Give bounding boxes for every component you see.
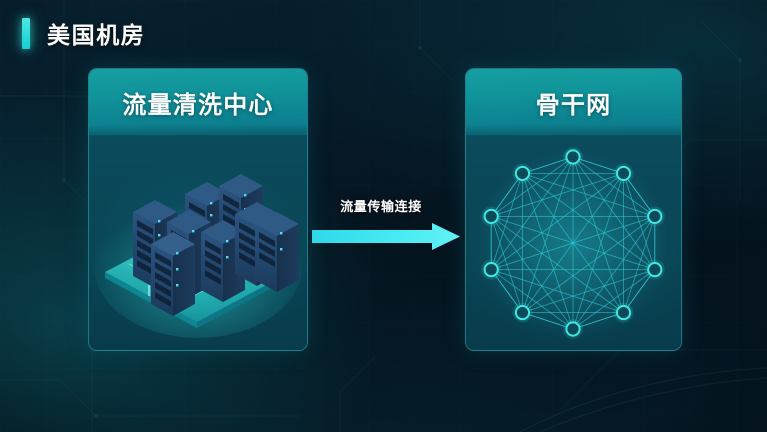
page-title: 美国机房 <box>22 16 145 50</box>
panel-header-left: 流量清洗中心 <box>89 69 307 136</box>
network-node <box>483 208 499 225</box>
network-node <box>615 165 632 182</box>
network-edge <box>490 216 574 330</box>
network-edge <box>491 172 624 217</box>
panel-body-left <box>89 136 307 350</box>
network-edge <box>522 173 624 313</box>
network-edge <box>572 312 624 330</box>
network-node <box>565 321 581 337</box>
network-edge <box>490 216 624 313</box>
arrow-shape <box>312 223 460 250</box>
network-edge <box>522 173 574 330</box>
network-node <box>514 165 531 182</box>
page-title-text: 美国机房 <box>47 22 146 48</box>
mesh-network-illustration <box>478 147 668 339</box>
network-node <box>483 261 499 278</box>
network-edge <box>623 269 656 313</box>
network-edge <box>491 269 624 314</box>
network-edge <box>522 269 655 314</box>
panel-body-right <box>466 136 681 350</box>
network-edge <box>522 312 574 330</box>
network-edge <box>623 173 656 217</box>
network-edge <box>572 156 656 270</box>
network-node <box>565 149 581 165</box>
connector-arrow: 流量传输连接 <box>310 196 462 262</box>
network-edge <box>490 173 523 217</box>
network-node <box>647 261 663 278</box>
panel-traffic-cleaning-center[interactable]: 流量清洗中心 <box>88 68 308 351</box>
network-node <box>514 304 531 321</box>
network-edge <box>490 269 523 313</box>
title-accent-bar <box>22 17 30 49</box>
server-racks-illustration <box>94 174 302 338</box>
network-edge <box>522 173 656 270</box>
network-edge <box>490 173 523 270</box>
connector-label: 流量传输连接 <box>340 199 422 214</box>
panel-title-right: 骨干网 <box>535 92 612 119</box>
network-edge <box>490 269 574 330</box>
network-edge <box>572 216 656 330</box>
network-edge <box>572 156 624 174</box>
network-edge <box>522 172 655 217</box>
panel-backbone-network[interactable]: 骨干网 <box>465 68 682 351</box>
panel-header-right: 骨干网 <box>466 69 681 136</box>
network-edge <box>522 156 574 174</box>
network-edge <box>490 216 523 313</box>
panel-title-left: 流量清洗中心 <box>122 92 274 119</box>
network-node <box>615 304 632 321</box>
network-edge <box>490 156 574 270</box>
network-node <box>647 208 663 225</box>
